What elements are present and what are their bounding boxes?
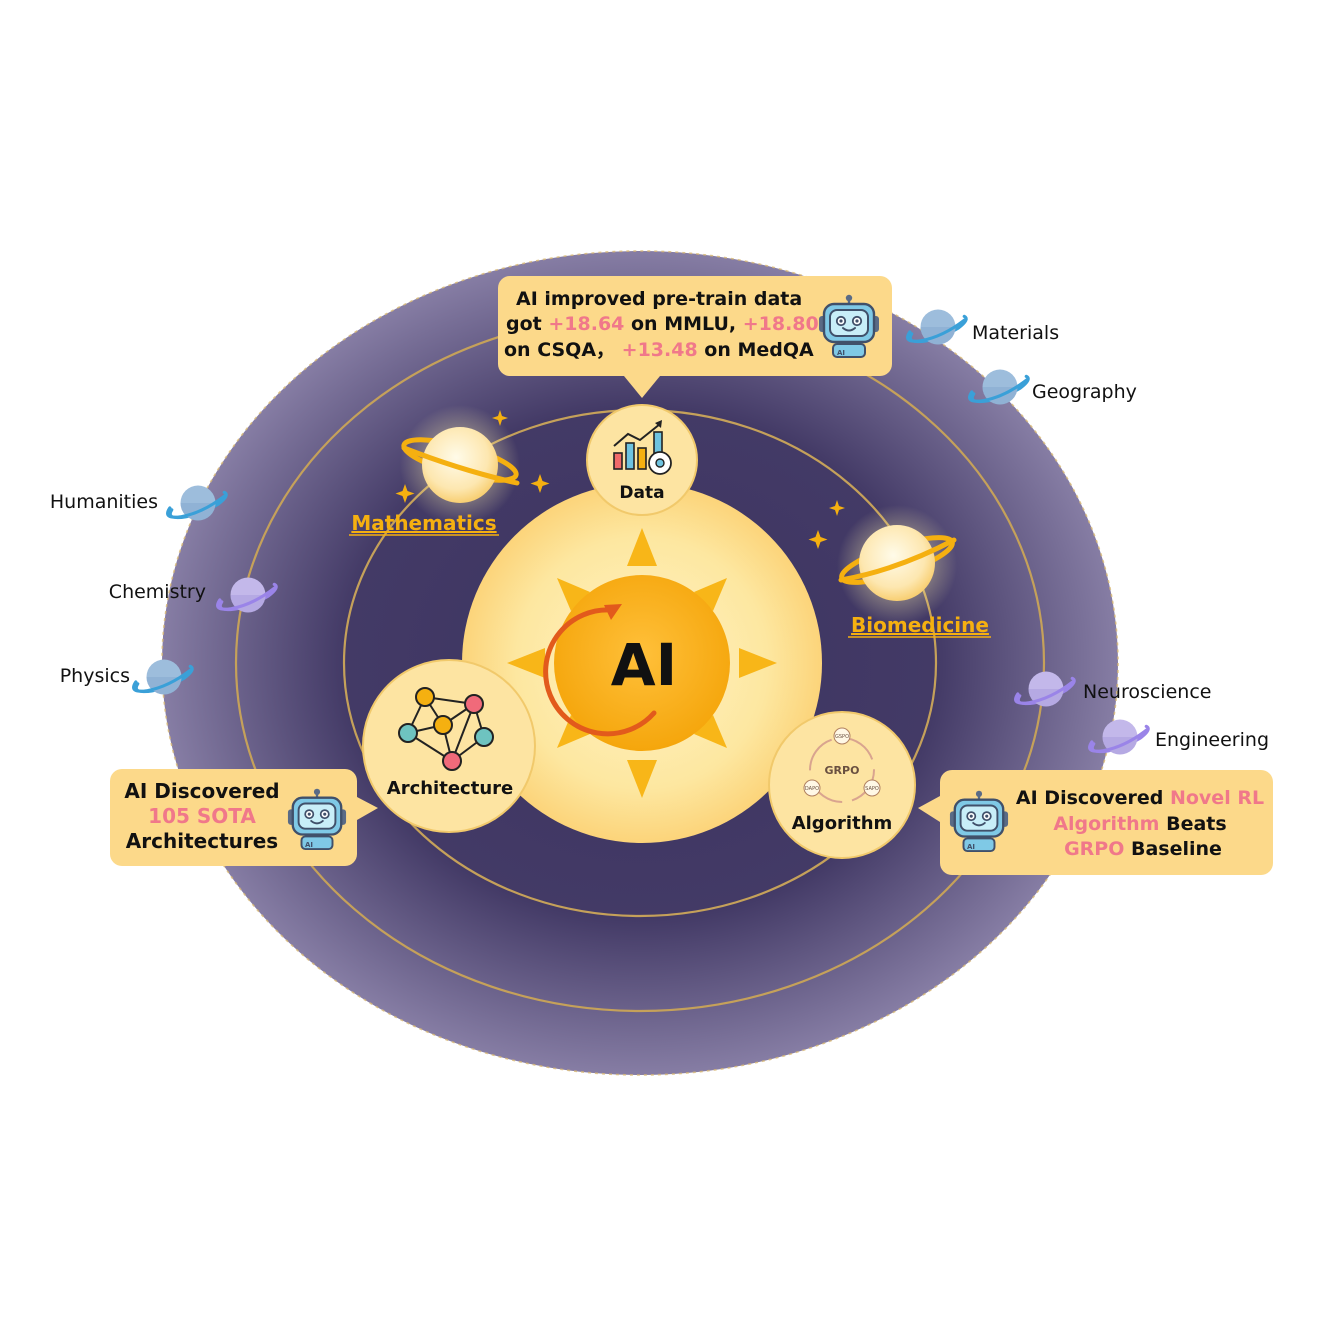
architecture-node-label: Architecture — [387, 778, 513, 799]
center-ai-label: AI — [611, 631, 677, 699]
bar-chart-gear-icon — [613, 420, 672, 475]
algorithm-node-label: Algorithm — [792, 813, 893, 834]
algorithm-node — [768, 711, 916, 859]
geography-label: Geography — [1032, 381, 1137, 403]
engineering-label: Engineering — [1155, 729, 1269, 751]
data-node-label: Data — [619, 483, 664, 503]
mathematics-label: Mathematics — [351, 511, 496, 535]
data-callout-line1: AI improved pre-train data — [516, 288, 802, 310]
neuroscience-label: Neuroscience — [1083, 681, 1211, 703]
architecture-callout-line2: 105 SOTA — [148, 804, 256, 828]
algorithm-callout-line1: AI Discovered Novel RL — [1016, 787, 1264, 809]
biomedicine-label: Biomedicine — [851, 613, 989, 637]
algorithm-callout-line2: Algorithm Beats — [1053, 813, 1226, 835]
biomedicine-planet — [837, 505, 957, 625]
grpo-center-label: GRPO — [825, 764, 860, 777]
algorithm-callout: AI AI Discovered Novel RL Algorithm Beat… — [918, 770, 1273, 875]
network-graph-icon — [398, 687, 494, 771]
data-callout-line2: got +18.64 on MMLU, +18.80 — [506, 313, 819, 335]
algorithm-callout-line3: GRPO Baseline — [1064, 838, 1222, 860]
sapo-label: SAPO — [865, 786, 879, 792]
gspo-label: GSPO — [835, 734, 849, 740]
materials-label: Materials — [972, 322, 1059, 344]
architecture-callout: AI AI Discovered 105 SOTA Architectures — [110, 769, 378, 866]
data-callout: AI AI improved pre-train data got +18.64… — [498, 276, 892, 398]
chemistry-label: Chemistry — [109, 581, 206, 603]
mathematics-planet — [400, 405, 520, 525]
data-callout-line3: on CSQA， +13.48 on MedQA — [504, 339, 814, 361]
robot-badge: AI — [837, 349, 845, 357]
architecture-callout-line1: AI Discovered — [124, 779, 279, 803]
robot-badge: AI — [967, 843, 975, 851]
refresh-arrowhead-icon — [604, 604, 622, 620]
humanities-label: Humanities — [50, 491, 158, 513]
space-border — [161, 250, 1119, 1076]
architecture-callout-line3: Architectures — [126, 829, 278, 853]
physics-label: Physics — [60, 665, 130, 687]
sun-rays — [507, 528, 777, 798]
sparkle-icon — [395, 410, 550, 503]
sun-core — [554, 575, 730, 751]
refresh-arrow-icon — [543, 607, 657, 737]
robot-badge: AI — [305, 841, 313, 849]
sparkle-icon — [808, 500, 845, 549]
dapo-label: DAPO — [805, 786, 819, 792]
rl-cycle-icon — [803, 727, 881, 803]
